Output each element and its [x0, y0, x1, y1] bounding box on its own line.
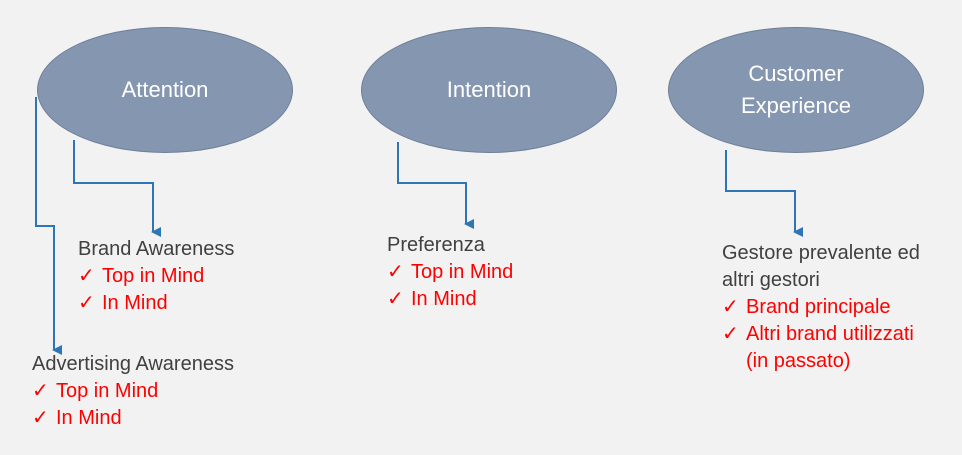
preferenza-item-label: In Mind — [411, 288, 477, 310]
check-icon: ✓ — [32, 407, 49, 429]
advertising-awareness-block: Advertising Awareness ✓ Top in Mind ✓ In M… — [32, 351, 234, 432]
gestore-item: ✓ Altri brand utilizzati — [722, 321, 920, 348]
gestore-heading-line-2: altri gestori — [722, 269, 820, 291]
gestore-item-label: Altri brand utilizzati — [746, 323, 914, 345]
preferenza-heading: Preferenza — [387, 234, 485, 256]
brand-awareness-item: ✓ In Mind — [78, 290, 234, 317]
check-icon: ✓ — [722, 323, 739, 345]
gestore-block: Gestore prevalente ed altri gestori ✓ Bra… — [722, 240, 920, 375]
gestore-heading-line-1: Gestore prevalente ed — [722, 242, 920, 264]
stage-customer-experience-line-1: Customer — [748, 61, 844, 86]
brand-awareness-heading: Brand Awareness — [78, 238, 235, 260]
stage-attention-label: Attention — [121, 77, 209, 102]
advertising-awareness-item: ✓ Top in Mind — [32, 378, 234, 405]
preferenza-item: ✓ In Mind — [387, 286, 513, 313]
connector-intention-to-preferenza — [397, 142, 474, 229]
check-icon: ✓ — [32, 380, 49, 402]
preferenza-item: ✓ Top in Mind — [387, 259, 513, 286]
gestore-item: ✓ Brand principale — [722, 294, 920, 321]
connector-attention-to-brand-awareness — [73, 140, 161, 237]
gestore-item-continuation: (in passato) — [722, 348, 920, 375]
advertising-awareness-item-label: Top in Mind — [56, 380, 159, 402]
brand-awareness-item-label: Top in Mind — [102, 265, 205, 287]
brand-awareness-item-label: In Mind — [102, 292, 168, 314]
advertising-awareness-item-label: In Mind — [56, 407, 122, 429]
stage-customer-experience: Customer Experience — [668, 27, 924, 153]
stage-intention-label: Intention — [446, 77, 532, 102]
connector-attention-to-advertising-awareness — [35, 97, 62, 355]
gestore-item-label: Brand principale — [746, 296, 891, 318]
check-icon: ✓ — [78, 265, 95, 287]
advertising-awareness-item: ✓ In Mind — [32, 405, 234, 432]
stage-customer-experience-line-2: Experience — [740, 93, 852, 118]
check-icon: ✓ — [387, 288, 404, 310]
stage-attention: Attention — [37, 27, 293, 153]
gestore-item-continuation-label: (in passato) — [746, 350, 851, 372]
check-icon: ✓ — [722, 296, 739, 318]
advertising-awareness-heading: Advertising Awareness — [32, 353, 234, 375]
brand-awareness-block: Brand Awareness ✓ Top in Mind ✓ In Mind — [78, 236, 234, 317]
connector-experience-to-gestore — [725, 150, 803, 237]
brand-awareness-item: ✓ Top in Mind — [78, 263, 234, 290]
preferenza-block: Preferenza ✓ Top in Mind ✓ In Mind — [387, 232, 513, 313]
stage-customer-experience-label: Customer Experience — [741, 58, 851, 122]
check-icon: ✓ — [387, 261, 404, 283]
stage-intention: Intention — [361, 27, 617, 153]
preferenza-item-label: Top in Mind — [411, 261, 514, 283]
check-icon: ✓ — [78, 292, 95, 314]
